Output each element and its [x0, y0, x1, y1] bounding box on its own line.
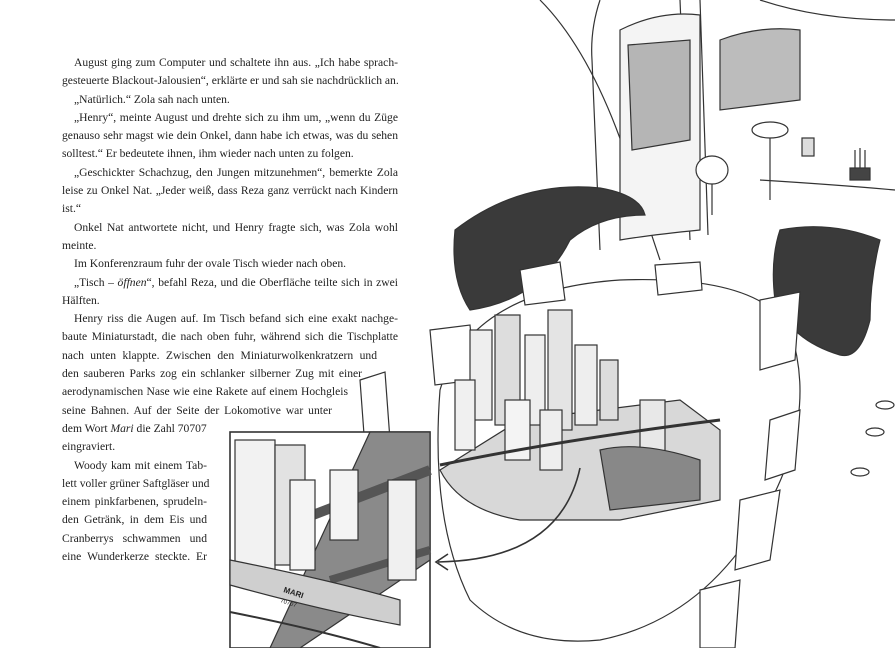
- text-line: Im Konferenzraum fuhr der ovale Tisch wi…: [74, 257, 347, 271]
- window-left: [627, 39, 691, 151]
- emphasis: öffnen: [117, 275, 147, 289]
- text-span: „Tisch –: [74, 275, 118, 289]
- window-right: [719, 28, 801, 111]
- text-line: dem Wort Mari die Zahl 70707: [62, 420, 398, 438]
- text-line: Hälften.: [62, 293, 100, 307]
- arrow-head-icon: [434, 553, 449, 571]
- text-line: baute Miniaturstadt, die nach oben fuhr,…: [62, 330, 398, 344]
- text-line: genauso sehr magst wie dein Onkel, dann …: [62, 129, 398, 143]
- text-line: gesteuerte Blackout-Jalousien“, erklärte…: [62, 74, 399, 88]
- train-number: 70707: [279, 598, 297, 609]
- text-line: „Geschickter Schachzug, den Jungen mitzu…: [74, 165, 398, 179]
- text-line: ist.“: [62, 202, 81, 216]
- train-interior: [539, 0, 895, 261]
- text-line: eingraviert.: [62, 440, 116, 454]
- inset-detail: MARI 70707: [229, 431, 432, 648]
- text-line: eine Wunderkerze steckte. Er: [62, 550, 207, 564]
- text-line: lett voller grüner Saftgläser und: [62, 476, 210, 490]
- text-line: meinte.: [62, 238, 97, 252]
- wall-fixtures: [850, 400, 895, 477]
- mari-train: [229, 559, 401, 626]
- text-line: August ging zum Computer und schaltete i…: [74, 56, 398, 69]
- text-line: Woody kam mit einem Tab-: [74, 458, 207, 472]
- text-line: aerodynamischen Nase wie eine Rakete auf…: [62, 385, 348, 399]
- text-line: leise zu Onkel Nat. „Jeder weiß, dass Re…: [62, 184, 398, 198]
- text-line: solltest.“ Er bedeutete ihnen, ihm wiede…: [62, 147, 354, 161]
- text-line: einem pinkfarbenen, sprudeln-: [62, 495, 207, 509]
- text-line: den Getränk, in dem Eis und: [62, 513, 207, 527]
- text-line: Onkel Nat antwortete nicht, und Henry fr…: [74, 220, 398, 234]
- dark-chaise-left: [453, 186, 646, 311]
- text-line: seine Bahnen. Auf der Seite der Lokomoti…: [62, 403, 332, 417]
- text-span: “, befahl Reza, und die Oberfläche teilt…: [146, 275, 398, 289]
- text-span: dem Wort: [62, 421, 111, 435]
- pointer-arrow: [437, 467, 581, 563]
- emphasis: Mari: [110, 421, 134, 435]
- text-line: Henry riss die Augen auf. Im Tisch befan…: [74, 312, 398, 326]
- text-line: Cranberrys schwammen und: [62, 531, 207, 545]
- text-line: „Tisch – öffnen“, befahl Reza, und die O…: [62, 274, 398, 292]
- text-line: „Henry“, meinte August und drehte sich z…: [74, 110, 398, 124]
- miniature-city: [439, 309, 721, 521]
- text-line: nach unten klappte. Zwischen den Miniatu…: [62, 348, 377, 362]
- lounge-stools: [695, 121, 789, 215]
- text-line: den sauberen Parks zog ein schlanker sil…: [62, 367, 362, 381]
- body-text: August ging zum Computer und schaltete i…: [62, 54, 399, 566]
- text-line: „Natürlich.“ Zola sah nach unten.: [74, 92, 230, 106]
- text-span: die Zahl 70707: [133, 421, 207, 435]
- table-chairs: [359, 261, 801, 648]
